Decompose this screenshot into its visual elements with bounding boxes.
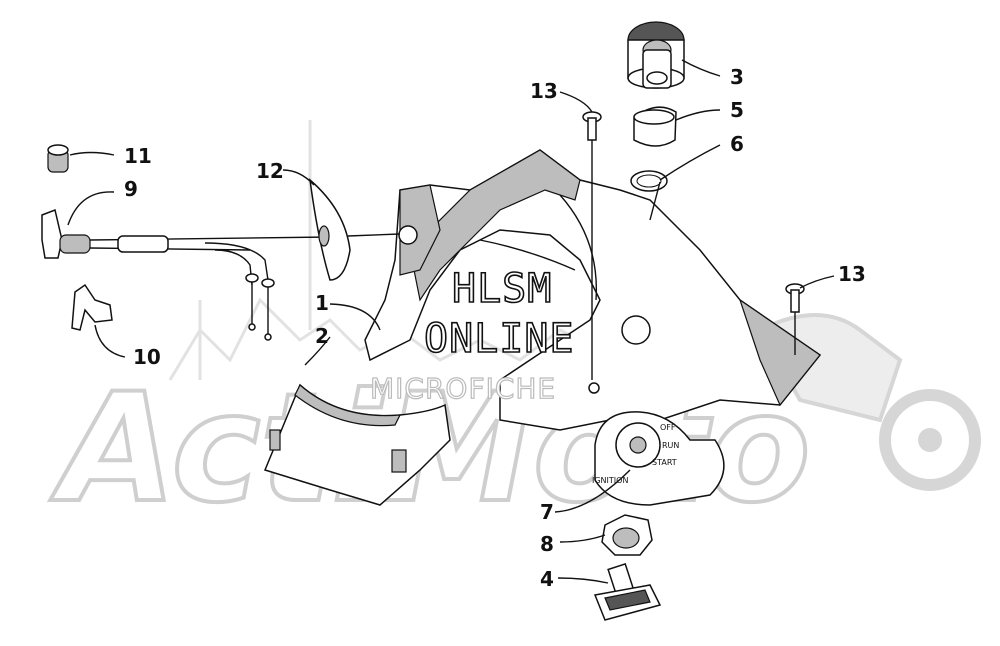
callouts: 3 5 6 13 13 11 9 12 1 2 10 7 8 4 — [124, 65, 866, 591]
callout-12: 12 — [256, 159, 284, 183]
label-start: START — [652, 458, 677, 467]
callout-5: 5 — [730, 98, 744, 122]
label-ignition: IGNITION — [592, 476, 628, 485]
callout-10: 10 — [133, 345, 161, 369]
ignition-switch-plate: IGNITION OFF RUN START — [592, 411, 725, 506]
callout-9: 9 — [124, 177, 138, 201]
ignition-nut — [601, 514, 653, 556]
callout-1: 1 — [315, 291, 329, 315]
handlebar-pod-shell — [364, 149, 822, 431]
throttle-cable-assembly — [41, 144, 401, 341]
callout-6: 6 — [730, 132, 744, 156]
leader-lines — [67, 59, 835, 584]
callout-13-right: 13 — [838, 262, 866, 286]
watermark-line3: MICROFICHE — [370, 372, 556, 405]
callout-11: 11 — [124, 144, 152, 168]
watermark-line1: HLSM — [452, 266, 552, 312]
callout-4: 4 — [540, 567, 554, 591]
callout-3: 3 — [730, 65, 744, 89]
watermark-line2: ONLINE — [424, 316, 575, 362]
callout-13-upper: 13 — [530, 79, 558, 103]
lower-cover — [263, 383, 451, 506]
ignition-switch-assembly — [627, 21, 685, 192]
screw-upper — [582, 111, 602, 141]
callout-8: 8 — [540, 532, 554, 556]
ignition-key — [593, 562, 662, 621]
screw-right — [785, 283, 805, 313]
callout-2: 2 — [315, 324, 329, 348]
label-off: OFF — [660, 423, 676, 432]
label-run: RUN — [662, 441, 679, 450]
callout-7: 7 — [540, 500, 554, 524]
